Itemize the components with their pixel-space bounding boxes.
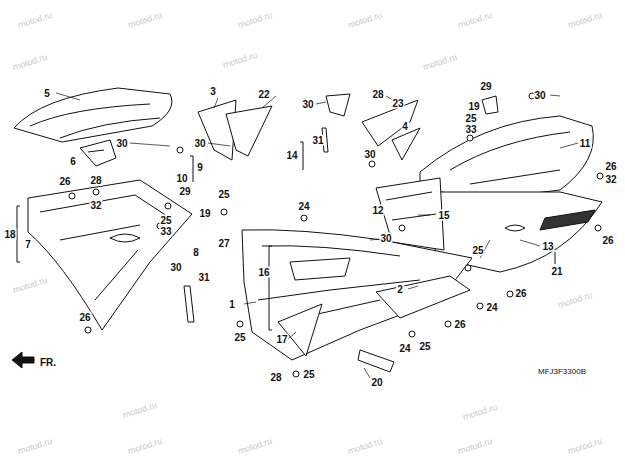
- callout-number: 27: [217, 238, 230, 249]
- callout-number: 8: [192, 247, 200, 258]
- callout-number: 30: [115, 138, 128, 149]
- callout-number: 25: [233, 332, 246, 343]
- watermark: motod.ru: [422, 52, 459, 72]
- callout-number: 31: [311, 135, 324, 146]
- callout-number: 26: [78, 312, 91, 323]
- callout-number: 24: [297, 201, 310, 212]
- watermark: motod.ru: [462, 402, 499, 422]
- callout-number: 3: [209, 86, 217, 97]
- callout-number: 30: [363, 149, 376, 160]
- callout-number: 30: [193, 138, 206, 149]
- watermark: motod.ru: [17, 10, 54, 30]
- callout-number: 30: [533, 90, 546, 101]
- callout-number: 10: [175, 173, 188, 184]
- callout-number: 32: [604, 174, 617, 185]
- callout-number: 26: [514, 288, 527, 299]
- callout-number: 17: [275, 334, 288, 345]
- callout-number: 26: [453, 319, 466, 330]
- callout-number: 4: [401, 121, 409, 132]
- callout-number: 15: [437, 210, 450, 221]
- watermark: motod.ru: [457, 436, 494, 456]
- watermark: motod.ru: [347, 436, 384, 456]
- callout-number: 20: [370, 377, 383, 388]
- callout-number: 25: [217, 189, 230, 200]
- callout-number: 7: [24, 239, 32, 250]
- diagram-note: FR.: [39, 357, 57, 368]
- callout-number: 31: [197, 272, 210, 283]
- watermark: motod.ru: [237, 10, 274, 30]
- callout-number: 13: [541, 241, 554, 252]
- callout-number: 18: [3, 229, 16, 240]
- callout-number: 22: [257, 89, 270, 100]
- callout-number: 28: [371, 89, 384, 100]
- callout-number: 2: [396, 284, 404, 295]
- watermark: motod.ru: [127, 436, 164, 456]
- callout-number: 33: [159, 226, 172, 237]
- watermark: motod.ru: [127, 10, 164, 30]
- watermark: motod.ru: [12, 275, 49, 295]
- callout-number: 26: [58, 176, 71, 187]
- callout-number: 6: [69, 156, 77, 167]
- watermark: motod.ru: [122, 400, 159, 420]
- callout-number: 24: [398, 343, 411, 354]
- callout-number: 9: [196, 162, 204, 173]
- callout-number: 1: [228, 299, 236, 310]
- callout-number: 29: [178, 186, 191, 197]
- callout-number: 21: [550, 266, 563, 277]
- callout-number: 16: [257, 267, 270, 278]
- watermark: motod.ru: [17, 436, 54, 456]
- watermark: motod.ru: [567, 10, 604, 30]
- watermark: motod.ru: [237, 436, 274, 456]
- callout-number: 19: [198, 208, 211, 219]
- callout-number: 30: [379, 233, 392, 244]
- callout-number: 30: [301, 99, 314, 110]
- callout-number: 26: [604, 161, 617, 172]
- watermark: motod.ru: [222, 50, 259, 70]
- callout-number: 11: [579, 138, 592, 149]
- callout-number: 24: [485, 302, 498, 313]
- callout-number: 33: [464, 124, 477, 135]
- callout-number: 25: [464, 113, 477, 124]
- watermark: motod.ru: [567, 436, 604, 456]
- callout-number: 28: [269, 372, 282, 383]
- callout-number: 30: [169, 262, 182, 273]
- callout-number: 29: [479, 81, 492, 92]
- callout-number: 12: [371, 205, 384, 216]
- callout-number: 14: [285, 150, 298, 161]
- diagram-note: MFJ3F3300B: [537, 366, 587, 377]
- callout-number: 19: [467, 101, 480, 112]
- callout-number: 26: [601, 235, 614, 246]
- watermark: motod.ru: [12, 52, 49, 72]
- callout-number: 23: [391, 98, 404, 109]
- watermark: motod.ru: [347, 10, 384, 30]
- callout-number: 32: [89, 200, 102, 211]
- callout-number: 25: [302, 369, 315, 380]
- watermark: motod.ru: [557, 290, 594, 310]
- callout-number: 25: [418, 341, 431, 352]
- watermark: motod.ru: [457, 10, 494, 30]
- callout-number: 25: [471, 245, 484, 256]
- callout-number: 5: [43, 88, 51, 99]
- callout-number: 28: [89, 175, 102, 186]
- callout-number: 25: [159, 215, 172, 226]
